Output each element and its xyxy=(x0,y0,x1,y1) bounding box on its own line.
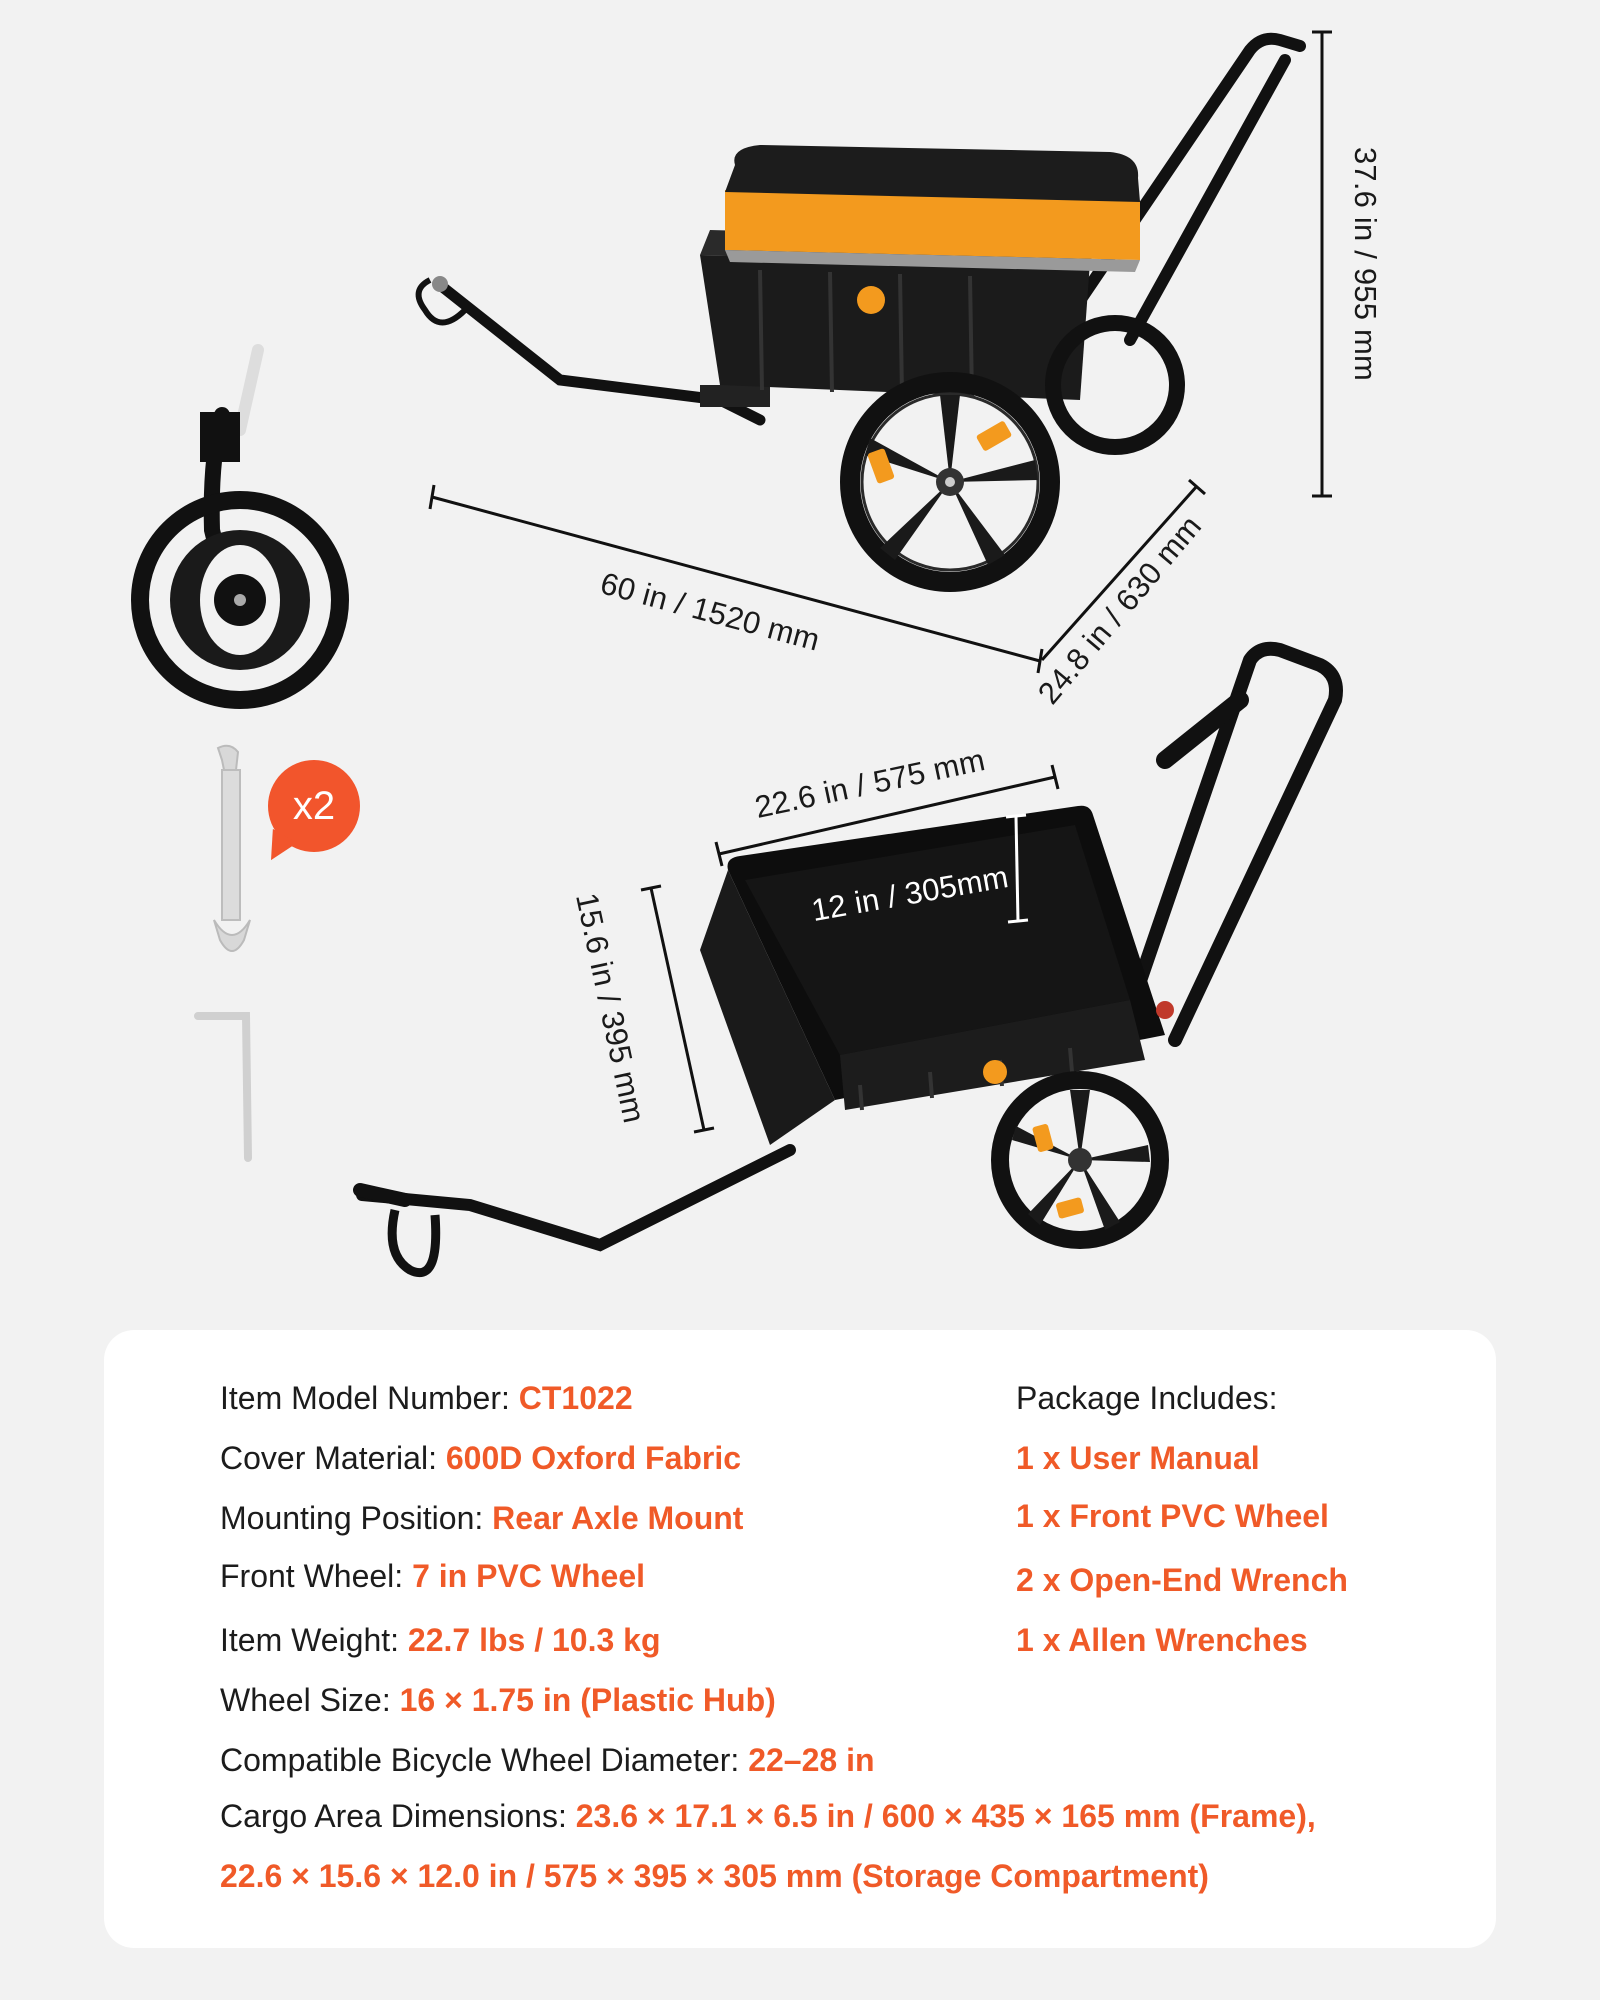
specifications-panel: Item Model Number: CT1022 Cover Material… xyxy=(104,1330,1496,1948)
open-end-wrench-image xyxy=(213,744,251,952)
covered-trailer-image xyxy=(415,32,1306,592)
spec-row-wheel-size: Wheel Size: 16 × 1.75 in (Plastic Hub) xyxy=(220,1682,776,1718)
spec-row-cover-material: Cover Material: 600D Oxford Fabric xyxy=(220,1440,742,1476)
spec-row-cargo-dimensions-cont: 22.6 × 15.6 × 12.0 in / 575 × 395 × 305 … xyxy=(220,1858,1209,1894)
product-illustration-area: 37.6 in / 955 mm 60 in / 1520 mm 24.8 in… xyxy=(0,0,1600,1330)
spec-row-compatible-diameter: Compatible Bicycle Wheel Diameter: 22–28… xyxy=(220,1742,875,1778)
box-width-dimension-line xyxy=(714,764,1060,867)
package-includes-title: Package Includes: xyxy=(1016,1380,1278,1416)
width-dimension-line xyxy=(1040,478,1206,661)
package-item: 1 x User Manual xyxy=(1016,1440,1260,1476)
spec-row-mounting-position: Mounting Position: Rear Axle Mount xyxy=(220,1500,744,1536)
length-dimension-line xyxy=(428,484,1044,674)
height-dimension-line xyxy=(1312,30,1332,498)
open-box-trailer-image xyxy=(353,641,1343,1278)
front-pvc-wheel-image xyxy=(131,344,349,709)
package-item: 1 x Allen Wrenches xyxy=(1016,1622,1308,1658)
package-item: 1 x Front PVC Wheel xyxy=(1016,1498,1329,1534)
box-depth-dimension-line xyxy=(1005,813,1029,924)
trailer-illustrations xyxy=(131,30,1343,1278)
allen-wrench-image xyxy=(194,1012,252,1162)
quantity-badge: x2 xyxy=(268,760,360,852)
spec-row-item-weight: Item Weight: 22.7 lbs / 10.3 kg xyxy=(220,1622,661,1658)
spec-row-model: Item Model Number: CT1022 xyxy=(220,1380,633,1416)
spec-row-front-wheel: Front Wheel: 7 in PVC Wheel xyxy=(220,1558,645,1594)
spec-row-cargo-dimensions: Cargo Area Dimensions: 23.6 × 17.1 × 6.5… xyxy=(220,1798,1316,1834)
box-length-dimension-line xyxy=(640,884,715,1134)
package-item: 2 x Open-End Wrench xyxy=(1016,1562,1348,1598)
height-dimension-label: 37.6 in / 955 mm xyxy=(1348,146,1383,382)
